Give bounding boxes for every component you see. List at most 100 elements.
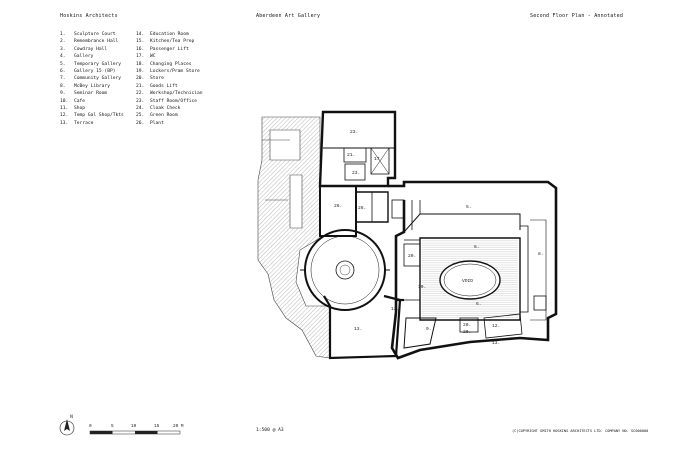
- legend-label: Shop: [74, 106, 86, 112]
- legend-number: 26.: [136, 120, 145, 126]
- legend-number: 23.: [136, 98, 145, 104]
- legend-label: Sculpture Court: [74, 32, 116, 37]
- room-label: 5.: [466, 204, 472, 210]
- legend-number: 3.: [60, 46, 66, 52]
- legend-label: Goods Lift: [150, 83, 178, 89]
- room-label: 13.: [492, 340, 500, 346]
- room-label: 13.: [354, 326, 362, 332]
- legend-item: 20.Store: [136, 75, 203, 82]
- legend-number: 8.: [60, 83, 66, 89]
- legend-label: Community Gallery: [74, 76, 122, 82]
- legend-item: 19. Lockers/Pram Store: [136, 68, 203, 75]
- legend-label: Seminar Room: [74, 91, 108, 97]
- room-label: 21.: [347, 152, 355, 158]
- legend-number: 14.: [136, 32, 145, 37]
- legend-column-1: 1. Sculpture Court 2. Remembrance Hall 3. C…: [60, 31, 124, 127]
- drawing-title: Second Floor Plan - Annotated: [530, 13, 624, 19]
- historic-west-wing: [257, 116, 331, 359]
- legend-number: 6.: [60, 69, 66, 75]
- legend-item: 4. Gallery: [60, 53, 124, 60]
- north-arrow-icon: [64, 419, 70, 431]
- legend-number: 12.: [60, 113, 69, 119]
- room-labels: 23. 21. 17. 23. 26. 26. 5. 6. 6. 8. 20. …: [334, 129, 544, 346]
- legend-item: 14. Education Room: [136, 31, 203, 38]
- legend-item: 17.WC: [136, 53, 203, 60]
- firm-name: Hoskins Architects: [60, 13, 118, 19]
- legend-label: Store: [150, 76, 164, 82]
- legend-label: Terrace: [74, 120, 94, 126]
- legend-number: 22.: [136, 91, 145, 97]
- legend-label: Workshop/Technician: [150, 91, 203, 97]
- legend-item: 10. Cafe: [60, 98, 124, 105]
- legend-label: Cowdray Hall: [74, 46, 108, 52]
- legend-number: 2.: [60, 39, 66, 45]
- legend-label: Gallery 15 (BP): [74, 69, 116, 75]
- legend-item: 12.Temp Gal Shop/Tkts: [60, 112, 124, 119]
- room-label: 23.: [350, 129, 358, 135]
- room-label: 23.: [352, 170, 360, 176]
- legend-number: 5.: [60, 61, 66, 67]
- legend-item: 8. McBey Library: [60, 83, 124, 90]
- legend-number: 4.: [60, 54, 66, 60]
- legend-label: Kitchen/Tea Prep: [150, 39, 195, 45]
- legend-number: 10.: [60, 98, 69, 104]
- legend-number: 7.: [60, 76, 66, 82]
- legend-item: 1. Sculpture Court: [60, 31, 124, 38]
- legend-number: 9.: [60, 91, 66, 97]
- legend-item: 26. Plant: [136, 120, 203, 127]
- void-label: VOID: [462, 278, 473, 284]
- legend-item: 13. Terrace: [60, 120, 124, 127]
- legend-number: 11.: [60, 106, 69, 112]
- legend-label: Lockers/Pram Store: [150, 69, 200, 75]
- legend-label: Cafe: [74, 98, 86, 104]
- legend-number: 1.: [60, 32, 66, 37]
- north-arrow: N: [59, 414, 75, 436]
- legend-label: McBey Library: [74, 83, 110, 89]
- legend-item: 16. Passenger Lift: [136, 46, 203, 53]
- legend-item: 22. Workshop/Technician: [136, 90, 203, 97]
- legend-label: Gallery: [74, 54, 94, 60]
- legend-label: Cloak Check: [150, 106, 181, 112]
- legend-label: Plant: [150, 120, 164, 126]
- room-label: 20.: [408, 253, 416, 259]
- legend-label: Remembrance Hall: [74, 39, 119, 45]
- legend-item: 7. Community Gallery: [60, 75, 124, 82]
- legend-number: 21.: [136, 83, 145, 89]
- legend-number: 19.: [136, 69, 145, 75]
- legend-item: 3. Cowdray Hall: [60, 46, 124, 53]
- room-label: 6.: [474, 244, 480, 250]
- legend-label: Temporary Gallery: [74, 61, 122, 67]
- legend-item: 25.Green Room: [136, 112, 203, 119]
- legend-item: 23.Staff Room/Office: [136, 98, 203, 105]
- legend-item: 9. Seminar Room: [60, 90, 124, 97]
- legend-number: 17.: [136, 54, 145, 60]
- scale-tick: 0: [89, 424, 92, 429]
- legend-label: Green Room: [150, 113, 178, 119]
- scale-bar: 0 5 10 15 20 M: [89, 424, 184, 435]
- room-label: 10.: [418, 284, 426, 290]
- legend-number: 16.: [136, 46, 145, 52]
- legend-item: 6. Gallery 15 (BP): [60, 68, 124, 75]
- room-label: 6.: [476, 301, 482, 307]
- legend-item: 21. Goods Lift: [136, 83, 203, 90]
- drawing-scale: 1:500 @ A3: [256, 428, 284, 433]
- cowdray-hall-rotunda: [300, 229, 390, 311]
- legend-item: 18.Changing Places: [136, 61, 203, 68]
- legend-label: Passenger Lift: [150, 46, 189, 52]
- scale-tick: 5: [111, 424, 114, 429]
- room-label: 26.: [334, 203, 342, 209]
- room-label: 12.: [492, 323, 500, 329]
- room-label: 8.: [538, 251, 544, 257]
- legend-label: Education Room: [150, 32, 189, 37]
- legend-column-2: 14. Education Room 15. Kitchen/Tea Prep 16…: [136, 31, 203, 127]
- north-block-walls: [318, 110, 405, 237]
- legend-number: 13.: [60, 120, 69, 126]
- south-terrace-walls: [323, 294, 404, 360]
- room-label: 13.: [391, 306, 399, 312]
- legend-item: 24. Cloak Check: [136, 105, 203, 112]
- legend-number: 24.: [136, 106, 145, 112]
- legend-number: 15.: [136, 39, 145, 45]
- scale-tick: 20 M: [173, 424, 184, 429]
- room-label: 9.: [426, 326, 432, 332]
